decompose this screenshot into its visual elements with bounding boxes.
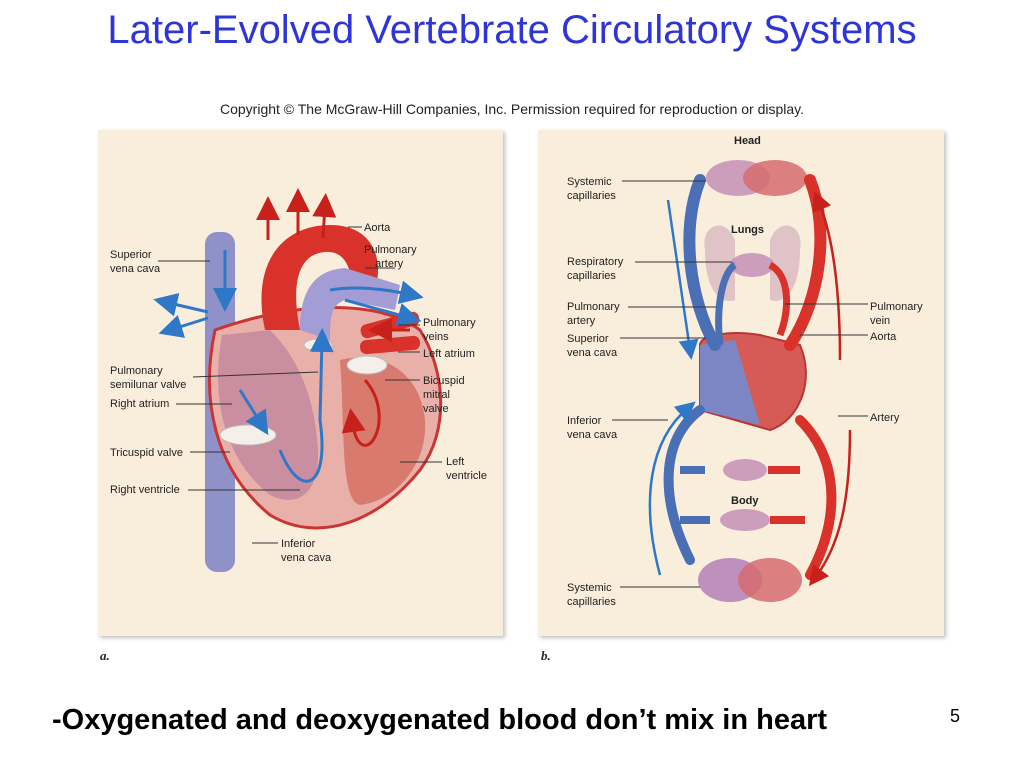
label-line: Pulmonary — [110, 365, 163, 377]
label-pulmonary-vein: Pulmonary vein — [870, 300, 923, 328]
label-right-ventricle: Right ventricle — [110, 484, 180, 496]
label-line: Systemic — [567, 582, 612, 594]
heart-illustration — [153, 188, 443, 572]
label-left-ventricle: Left ventricle — [446, 455, 487, 483]
label-pulmonary-artery-b: Pulmonary artery — [567, 300, 620, 328]
label-line: artery — [567, 315, 596, 327]
label-line: Pulmonary — [567, 301, 620, 313]
head-capillaries-right — [743, 160, 807, 196]
semilunar-valve-shape — [303, 338, 333, 352]
label-line: ventricle — [446, 470, 487, 482]
label-right-atrium: Right atrium — [110, 398, 170, 410]
label-pulmonary-artery: Pulmonary artery — [364, 243, 417, 271]
label-superior-vena-cava: Superior vena cava — [110, 248, 160, 276]
label-line: Superior — [567, 333, 609, 345]
label-line: Respiratory — [567, 256, 624, 268]
label-line: Pulmonary — [423, 317, 476, 329]
label-line: mitral — [423, 389, 450, 401]
label-line: valve — [423, 403, 449, 415]
aorta-arch — [261, 225, 378, 330]
label-pulmonary-veins: Pulmonary veins — [423, 316, 476, 344]
left-chambers — [340, 357, 426, 505]
label-line: Inferior — [567, 415, 602, 427]
label-respiratory-capillaries: Respiratory capillaries — [567, 255, 623, 283]
tricuspid-valve-shape — [219, 424, 277, 446]
circulation-illustration — [612, 160, 868, 602]
slide-number: 5 — [950, 706, 961, 726]
label-systemic-capillaries-bottom: Systemic capillaries — [567, 581, 616, 609]
label-inferior-vena-cava-b: Inferior vena cava — [567, 414, 617, 442]
heart-right-side — [700, 340, 760, 425]
label-left-atrium: Left atrium — [423, 348, 475, 360]
label-systemic-capillaries-top: Systemic capillaries — [567, 175, 616, 203]
panel-b-letter: b. — [541, 648, 551, 663]
label-line: Left — [446, 456, 465, 468]
label-superior-vena-cava-b: Superior vena cava — [567, 332, 617, 360]
label-line: capillaries — [567, 596, 616, 608]
copyright-notice: Copyright © The McGraw-Hill Companies, I… — [219, 101, 805, 117]
label-artery: Artery — [870, 412, 900, 424]
label-line: Pulmonary — [870, 301, 923, 313]
label-lungs: Lungs — [731, 224, 764, 236]
label-line: artery — [375, 258, 404, 270]
label-head: Head — [734, 135, 761, 147]
label-line: vena cava — [110, 263, 161, 275]
label-aorta-b: Aorta — [870, 331, 897, 343]
label-aorta: Aorta — [364, 222, 391, 234]
label-line: vena cava — [281, 552, 332, 564]
label-line: capillaries — [567, 270, 616, 282]
label-bicuspid-valve: Bicuspid mitral valve — [423, 374, 465, 416]
label-line: Bicuspid — [423, 375, 465, 387]
slide-footer-statement: -Oxygenated and deoxygenated blood don’t… — [52, 704, 828, 736]
label-line: vena cava — [567, 347, 618, 359]
label-inferior-vena-cava: Inferior vena cava — [281, 537, 331, 565]
pulmonary-artery-vessel — [300, 268, 400, 340]
label-line: Superior — [110, 249, 152, 261]
label-line: vena cava — [567, 429, 618, 441]
label-line: veins — [423, 331, 449, 343]
label-line: Pulmonary — [364, 244, 417, 256]
label-body: Body — [731, 495, 759, 507]
label-line: capillaries — [567, 190, 616, 202]
label-pulmonary-semilunar-valve: Pulmonary semilunar valve — [110, 364, 186, 392]
mitral-valve-shape — [346, 355, 388, 375]
label-line: Inferior — [281, 538, 316, 550]
label-line: vein — [870, 315, 891, 327]
label-tricuspid-valve: Tricuspid valve — [110, 447, 183, 459]
panel-a-letter: a. — [100, 648, 110, 663]
slide-title: Later-Evolved Vertebrate Circulatory Sys… — [107, 8, 917, 52]
label-line: Systemic — [567, 176, 612, 188]
label-line: semilunar valve — [110, 379, 187, 391]
